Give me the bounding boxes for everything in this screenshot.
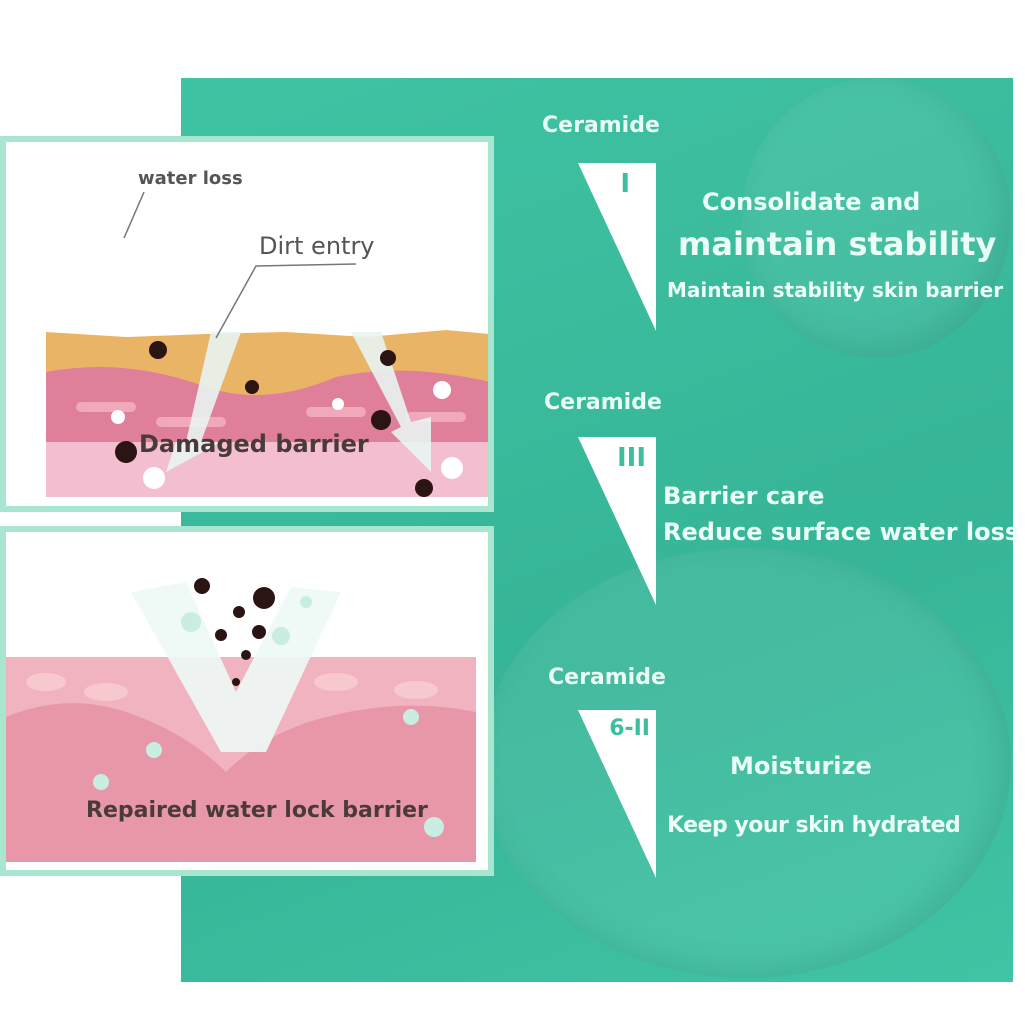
- dirt-entry-label: Dirt entry: [259, 232, 375, 260]
- item-3-line2: Keep your skin hydrated: [667, 813, 961, 838]
- ceramide-heading-2: Ceramide: [544, 390, 662, 415]
- numeral-1: I: [620, 169, 630, 199]
- item-1-line2: maintain stability: [678, 225, 997, 263]
- repaired-barrier-caption: Repaired water lock barrier: [86, 798, 428, 823]
- ceramide-heading-3: Ceramide: [548, 665, 666, 690]
- triangle-badge-1: I: [578, 163, 656, 331]
- water-bubble: [481, 548, 1011, 978]
- ceramide-heading-1: Ceramide: [542, 113, 660, 138]
- numeral-2: III: [616, 443, 646, 473]
- triangle-badge-2: III: [578, 437, 656, 605]
- item-2-line2: Reduce surface water loss: [663, 518, 1020, 546]
- item-1-line3: Maintain stability skin barrier: [667, 278, 1004, 302]
- repaired-barrier-card: Repaired water lock barrier: [0, 526, 494, 876]
- numeral-3: 6-II: [609, 716, 650, 741]
- damaged-barrier-card: water loss Dirt entry Damaged barrier: [0, 136, 494, 512]
- item-2-line1: Barrier care: [663, 482, 825, 510]
- water-loss-label: water loss: [138, 168, 243, 189]
- water-bubble: [741, 78, 1011, 358]
- item-3-line1: Moisturize: [730, 752, 872, 780]
- damaged-barrier-caption: Damaged barrier: [139, 430, 369, 458]
- item-1-line1: Consolidate and: [702, 188, 921, 216]
- triangle-badge-3: 6-II: [578, 710, 656, 878]
- damaged-skin-illustration: [46, 191, 488, 497]
- repaired-skin-illustration: [6, 578, 476, 862]
